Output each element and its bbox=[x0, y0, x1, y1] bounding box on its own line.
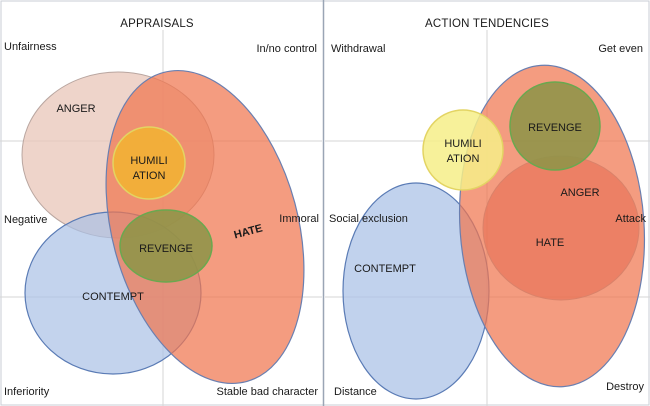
actions-humiliation-label-1: HUMILI bbox=[444, 138, 481, 150]
label-inferiority: Inferiority bbox=[4, 386, 50, 398]
appraisals-humiliation-circle bbox=[112, 126, 186, 200]
label-in-no-control: In/no control bbox=[256, 43, 317, 55]
label-negative: Negative bbox=[4, 214, 47, 226]
actions-anger-label: ANGER bbox=[560, 187, 599, 199]
actions-title: ACTION TENDENCIES bbox=[425, 18, 549, 30]
label-withdrawal: Withdrawal bbox=[331, 43, 385, 55]
appraisals-anger-label: ANGER bbox=[56, 103, 95, 115]
actions-humiliation-label-2: ATION bbox=[447, 153, 480, 165]
appraisals-revenge-label: REVENGE bbox=[139, 243, 193, 255]
appraisals-humiliation-label-1: HUMILI bbox=[130, 155, 167, 167]
label-immoral: Immoral bbox=[279, 213, 319, 225]
label-social-exclusion: Social exclusion bbox=[329, 213, 408, 225]
actions-revenge-ellipse bbox=[509, 81, 601, 171]
appraisals-revenge-ellipse bbox=[119, 209, 213, 283]
actions-humiliation-circle bbox=[422, 109, 504, 191]
label-attack: Attack bbox=[615, 213, 646, 225]
label-distance: Distance bbox=[334, 386, 377, 398]
actions-anger-ellipse bbox=[482, 155, 640, 301]
actions-revenge-label: REVENGE bbox=[528, 122, 582, 134]
actions-hate-label: HATE bbox=[536, 237, 565, 249]
appraisals-title: APPRAISALS bbox=[120, 18, 194, 30]
appraisals-contempt-label: CONTEMPT bbox=[82, 291, 144, 303]
actions-contempt-label: CONTEMPT bbox=[354, 263, 416, 275]
label-unfairness: Unfairness bbox=[4, 41, 57, 53]
label-destroy: Destroy bbox=[606, 381, 644, 393]
label-stable-bad-character: Stable bad character bbox=[216, 386, 318, 398]
label-get-even: Get even bbox=[598, 43, 643, 55]
appraisals-humiliation-label-2: ATION bbox=[133, 170, 166, 182]
